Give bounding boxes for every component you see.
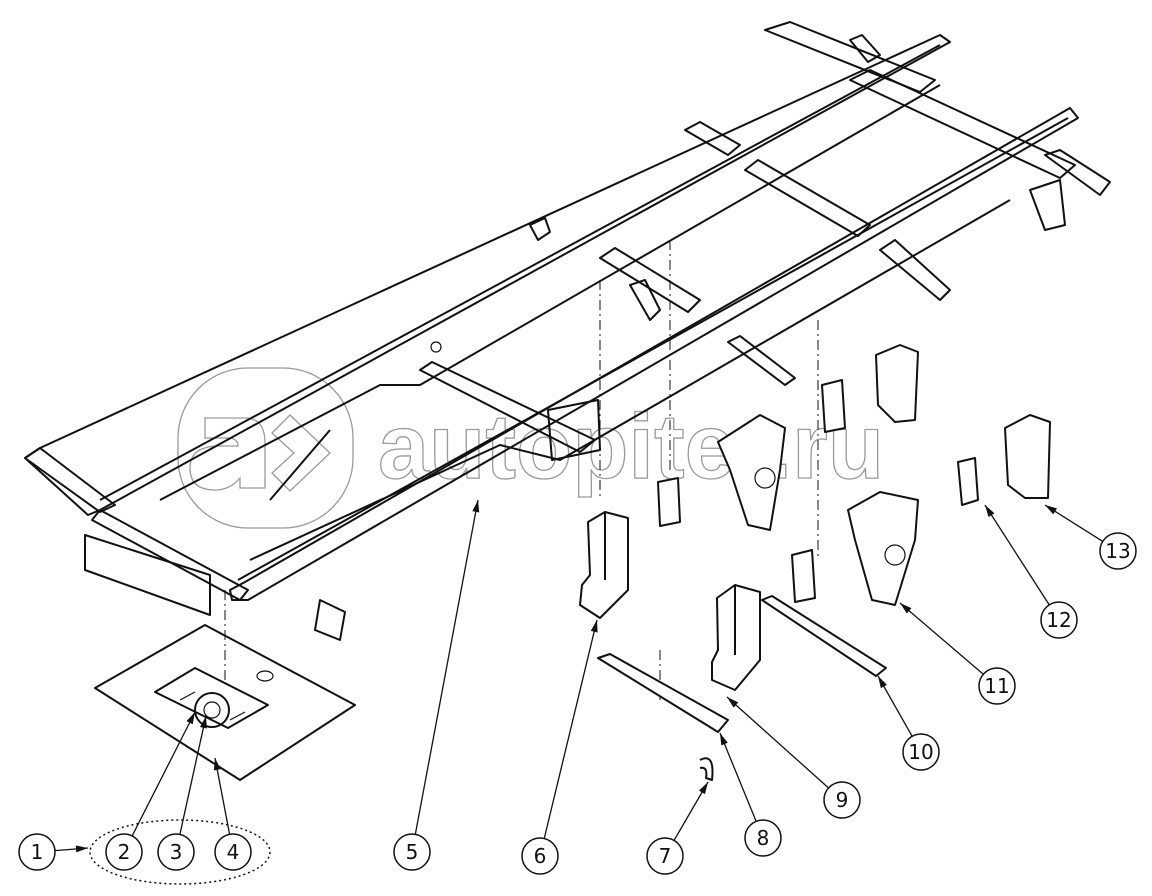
chassis-frame: [24, 21, 1111, 641]
callout-label: 6: [534, 844, 547, 868]
arrowhead-icon: [1045, 505, 1058, 515]
arrowhead-icon: [985, 505, 995, 517]
leader-line: [131, 711, 196, 837]
callout-circle: [978, 667, 1016, 705]
leader-line: [899, 602, 984, 675]
callout-10: 10: [877, 675, 940, 771]
callout-9: 9: [726, 696, 861, 819]
bracket-11: [847, 491, 919, 606]
callout-label: 11: [984, 674, 1009, 698]
callout-label: 12: [1046, 608, 1071, 632]
bracket-9: [711, 584, 761, 691]
bracket-13: [875, 344, 1051, 499]
bracket-upper: [717, 414, 786, 531]
callout-13: 13: [1044, 504, 1137, 570]
callout-circle: [521, 837, 559, 875]
arrowhead-icon: [199, 716, 207, 729]
callout-8: 8: [719, 732, 782, 857]
callout-circle: [393, 833, 431, 871]
callout-label: 5: [406, 840, 419, 864]
callout-label: 2: [118, 840, 131, 864]
callout-circle: [214, 833, 252, 871]
callout-7: 7: [646, 781, 709, 875]
leader-line: [984, 504, 1050, 606]
leader-line: [726, 696, 830, 789]
callout-circle: [1099, 532, 1137, 570]
arrowhead-icon: [720, 733, 728, 746]
callout-circle: [902, 733, 940, 771]
arrowhead-icon: [472, 500, 480, 513]
callout-label: 8: [757, 826, 770, 850]
leader-line: [179, 715, 207, 835]
callout-12: 12: [984, 504, 1078, 639]
clip-7: [699, 757, 714, 781]
callout-circle: [823, 781, 861, 819]
callout-circle: [157, 833, 195, 871]
callout-label: 10: [908, 740, 933, 764]
arrowhead-icon: [727, 697, 739, 708]
arrowhead-icon: [590, 620, 598, 633]
leader-line: [543, 619, 598, 839]
callout-label: 1: [31, 840, 44, 864]
callout-label: 4: [227, 840, 240, 864]
callout-label: 13: [1105, 539, 1130, 563]
watermark-logo: [177, 367, 354, 529]
arrowhead-icon: [75, 845, 88, 853]
spacer-12: [657, 379, 979, 603]
callout-circle: [744, 819, 782, 857]
arrowhead-icon: [878, 676, 887, 689]
leader-line: [214, 757, 231, 835]
watermark-text: autopiter.ru: [378, 396, 884, 498]
arrowhead-icon: [900, 603, 912, 614]
arrowhead-icon: [186, 712, 195, 725]
arrowhead-icon: [213, 758, 221, 771]
callout-circle: [105, 833, 143, 871]
callout-circle: [18, 833, 56, 871]
callout-label: 7: [659, 844, 672, 868]
plate-assembly: [94, 624, 356, 781]
callout-label: 3: [170, 840, 183, 864]
callout-4: 4: [213, 757, 252, 871]
callout-circle: [646, 837, 684, 875]
leader-line: [719, 732, 757, 822]
callout-5: 5: [393, 499, 480, 871]
callout-2: 2: [105, 711, 196, 871]
channel-10: [761, 595, 887, 677]
callout-1: 1: [18, 833, 89, 871]
callout-11: 11: [899, 602, 1016, 705]
bracket-6: [579, 511, 629, 619]
callout-6: 6: [521, 619, 598, 875]
channel-8: [597, 653, 729, 733]
callout-circle: [1040, 601, 1078, 639]
arrowhead-icon: [698, 782, 708, 795]
callout-label: 9: [836, 788, 849, 812]
leader-line: [414, 499, 479, 835]
group-outline: [89, 819, 271, 885]
callout-3: 3: [157, 715, 207, 871]
